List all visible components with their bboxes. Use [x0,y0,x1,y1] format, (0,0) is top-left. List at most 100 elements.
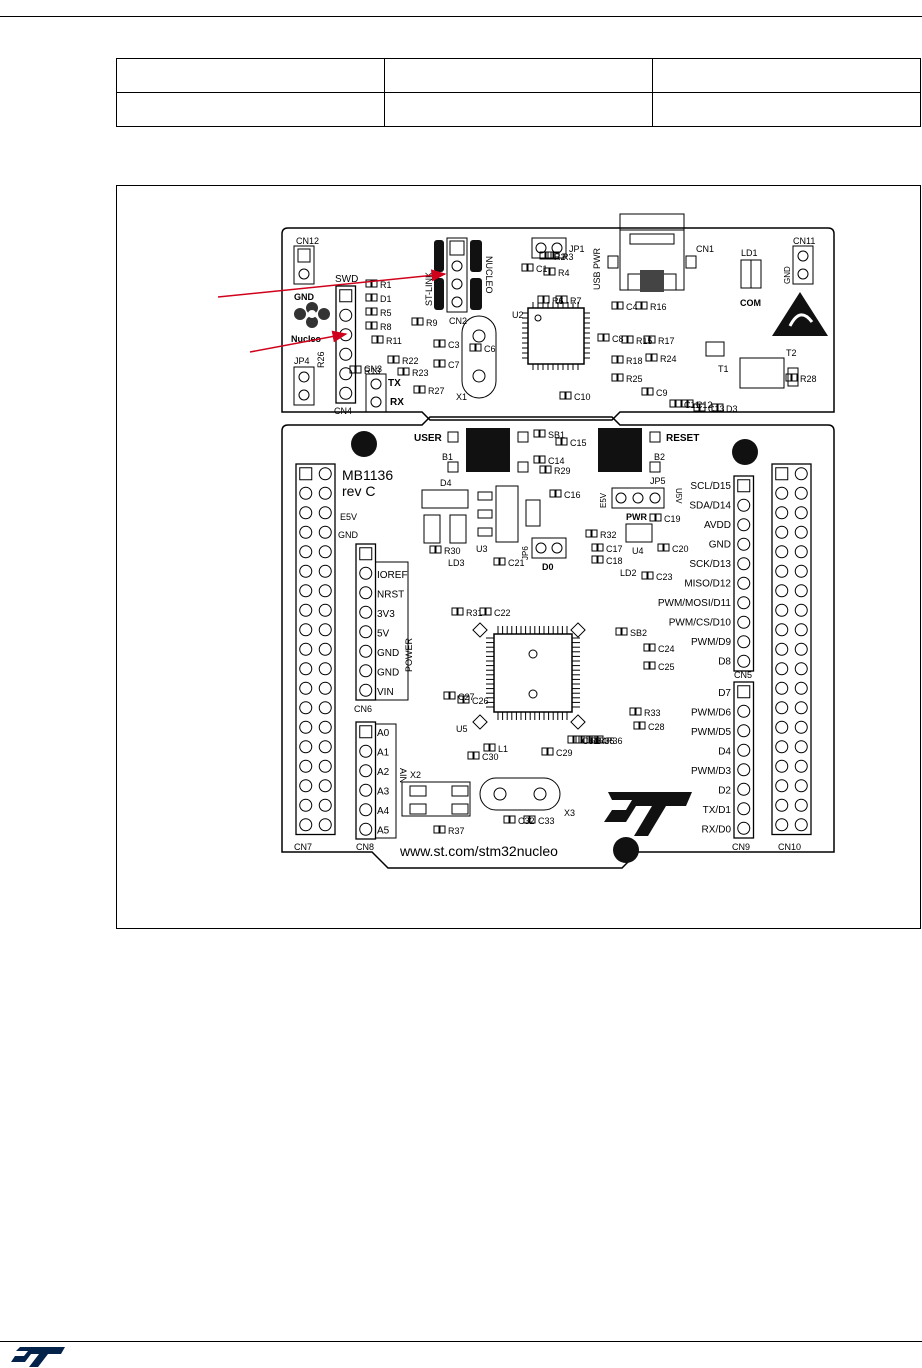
st-link-label: ST-LINK [424,272,434,306]
cn10-pin [794,564,808,578]
component-c12: C12 [681,399,713,410]
gnd-cn11-label: GND [783,266,792,284]
component-c11: C11 [669,399,700,410]
cn4-pin [339,347,353,361]
component-r4: R4 [543,267,570,278]
component-r24: R24 [645,353,677,364]
svg-text:R5: R5 [380,308,392,318]
nucleo-logo-icon [294,302,330,328]
svg-text:R28: R28 [800,374,817,384]
component-c28: C28 [633,721,665,732]
component-r15: R15 [621,335,653,346]
svg-text:C30: C30 [482,752,499,762]
cn10-pin [794,720,808,734]
svg-text:R35: R35 [598,736,615,746]
u5v-label: U5V [674,488,683,504]
component-c25: C25 [643,661,675,672]
cn8-label: CN8 [356,842,374,852]
svg-text:R32: R32 [600,530,617,540]
cn5-label: CN5 [734,670,752,680]
cn10-pin [794,603,808,617]
cn10-pin [775,662,789,676]
user-label: USER [414,433,443,444]
cn7-pin [318,818,332,832]
cn10-header [771,463,812,836]
cn9-pin [737,763,751,777]
svg-text:R23: R23 [412,368,429,378]
cn10-pin [794,623,808,637]
cn5-pin [737,557,751,571]
component-c33: C33 [523,815,555,826]
svg-text:SB1: SB1 [548,430,565,440]
svg-text:R36: R36 [606,736,623,746]
figure-frame [116,185,921,929]
svg-text:C24: C24 [658,644,675,654]
svg-text:R30: R30 [444,546,461,556]
component-r36: R36 [591,735,623,746]
cn7-pin [299,759,313,773]
svg-text:C17: C17 [606,544,623,554]
u4-label: U4 [632,546,644,556]
cn10-pin [794,681,808,695]
cn9-pin [737,704,751,718]
cn6-pin [359,664,373,678]
cn3-header [365,373,387,413]
u2-label: U2 [512,310,524,320]
component-r37: R37 [433,825,465,836]
cn3-label: CN3 [364,364,382,374]
cn10-pin [775,486,789,500]
svg-text:C6: C6 [484,344,496,354]
component-r16: R16 [635,301,667,312]
svg-text:C23: C23 [656,572,673,582]
cn8-header [355,721,377,840]
cn7-pin [318,720,332,734]
component-c15: C15 [555,437,587,448]
component-c16: C16 [549,489,581,500]
ld3-label: LD3 [448,558,465,568]
cn10-pin [794,798,808,812]
cn10-pin [794,818,808,832]
component-r1: R1 [365,279,392,290]
nucleo-jumper-label: NUCLEO [484,256,494,294]
r26-label: R26 [316,351,326,368]
cn8-pin [359,725,373,739]
cn10-pin [794,662,808,676]
svg-text:R13: R13 [364,366,381,376]
t2-label: T2 [786,348,797,358]
cn7-pin [299,467,313,481]
cn7-pin [299,525,313,539]
pin-label: 5V [377,629,390,640]
svg-text:C32: C32 [518,816,535,826]
component-c1: C1 [521,263,548,274]
pin-label: PWM/MOSI/D11 [658,598,732,609]
cn7-pin [299,623,313,637]
nucleo-jumper [470,278,482,310]
svg-text:L1: L1 [498,744,508,754]
svg-text:C4: C4 [626,302,638,312]
pin-label: D4 [718,747,731,758]
esd-warning-icon [772,292,828,336]
cn10-pin [775,681,789,695]
cn10-pin [775,545,789,559]
cn7-pin [318,506,332,520]
component-r22: R22 [387,355,419,366]
cn5-pin [737,498,751,512]
svg-text:C7: C7 [448,360,460,370]
svg-text:C3: C3 [448,340,460,350]
board-id: MB1136 [342,467,393,483]
component-c9: C9 [641,387,668,398]
rx-label: RX [390,397,404,408]
component-r11: R11 [371,335,402,346]
component-c26: C26 [457,695,489,706]
ain-bracket [376,723,397,839]
table-row [116,58,921,93]
cn10-pin [775,506,789,520]
cn6-pin [359,586,373,600]
cn10-pin [775,603,789,617]
cn5-pin [737,518,751,532]
u5-mcu [472,622,586,730]
pin-label: IOREF [377,570,408,581]
cn6-pin [359,566,373,580]
header-table [116,58,921,127]
